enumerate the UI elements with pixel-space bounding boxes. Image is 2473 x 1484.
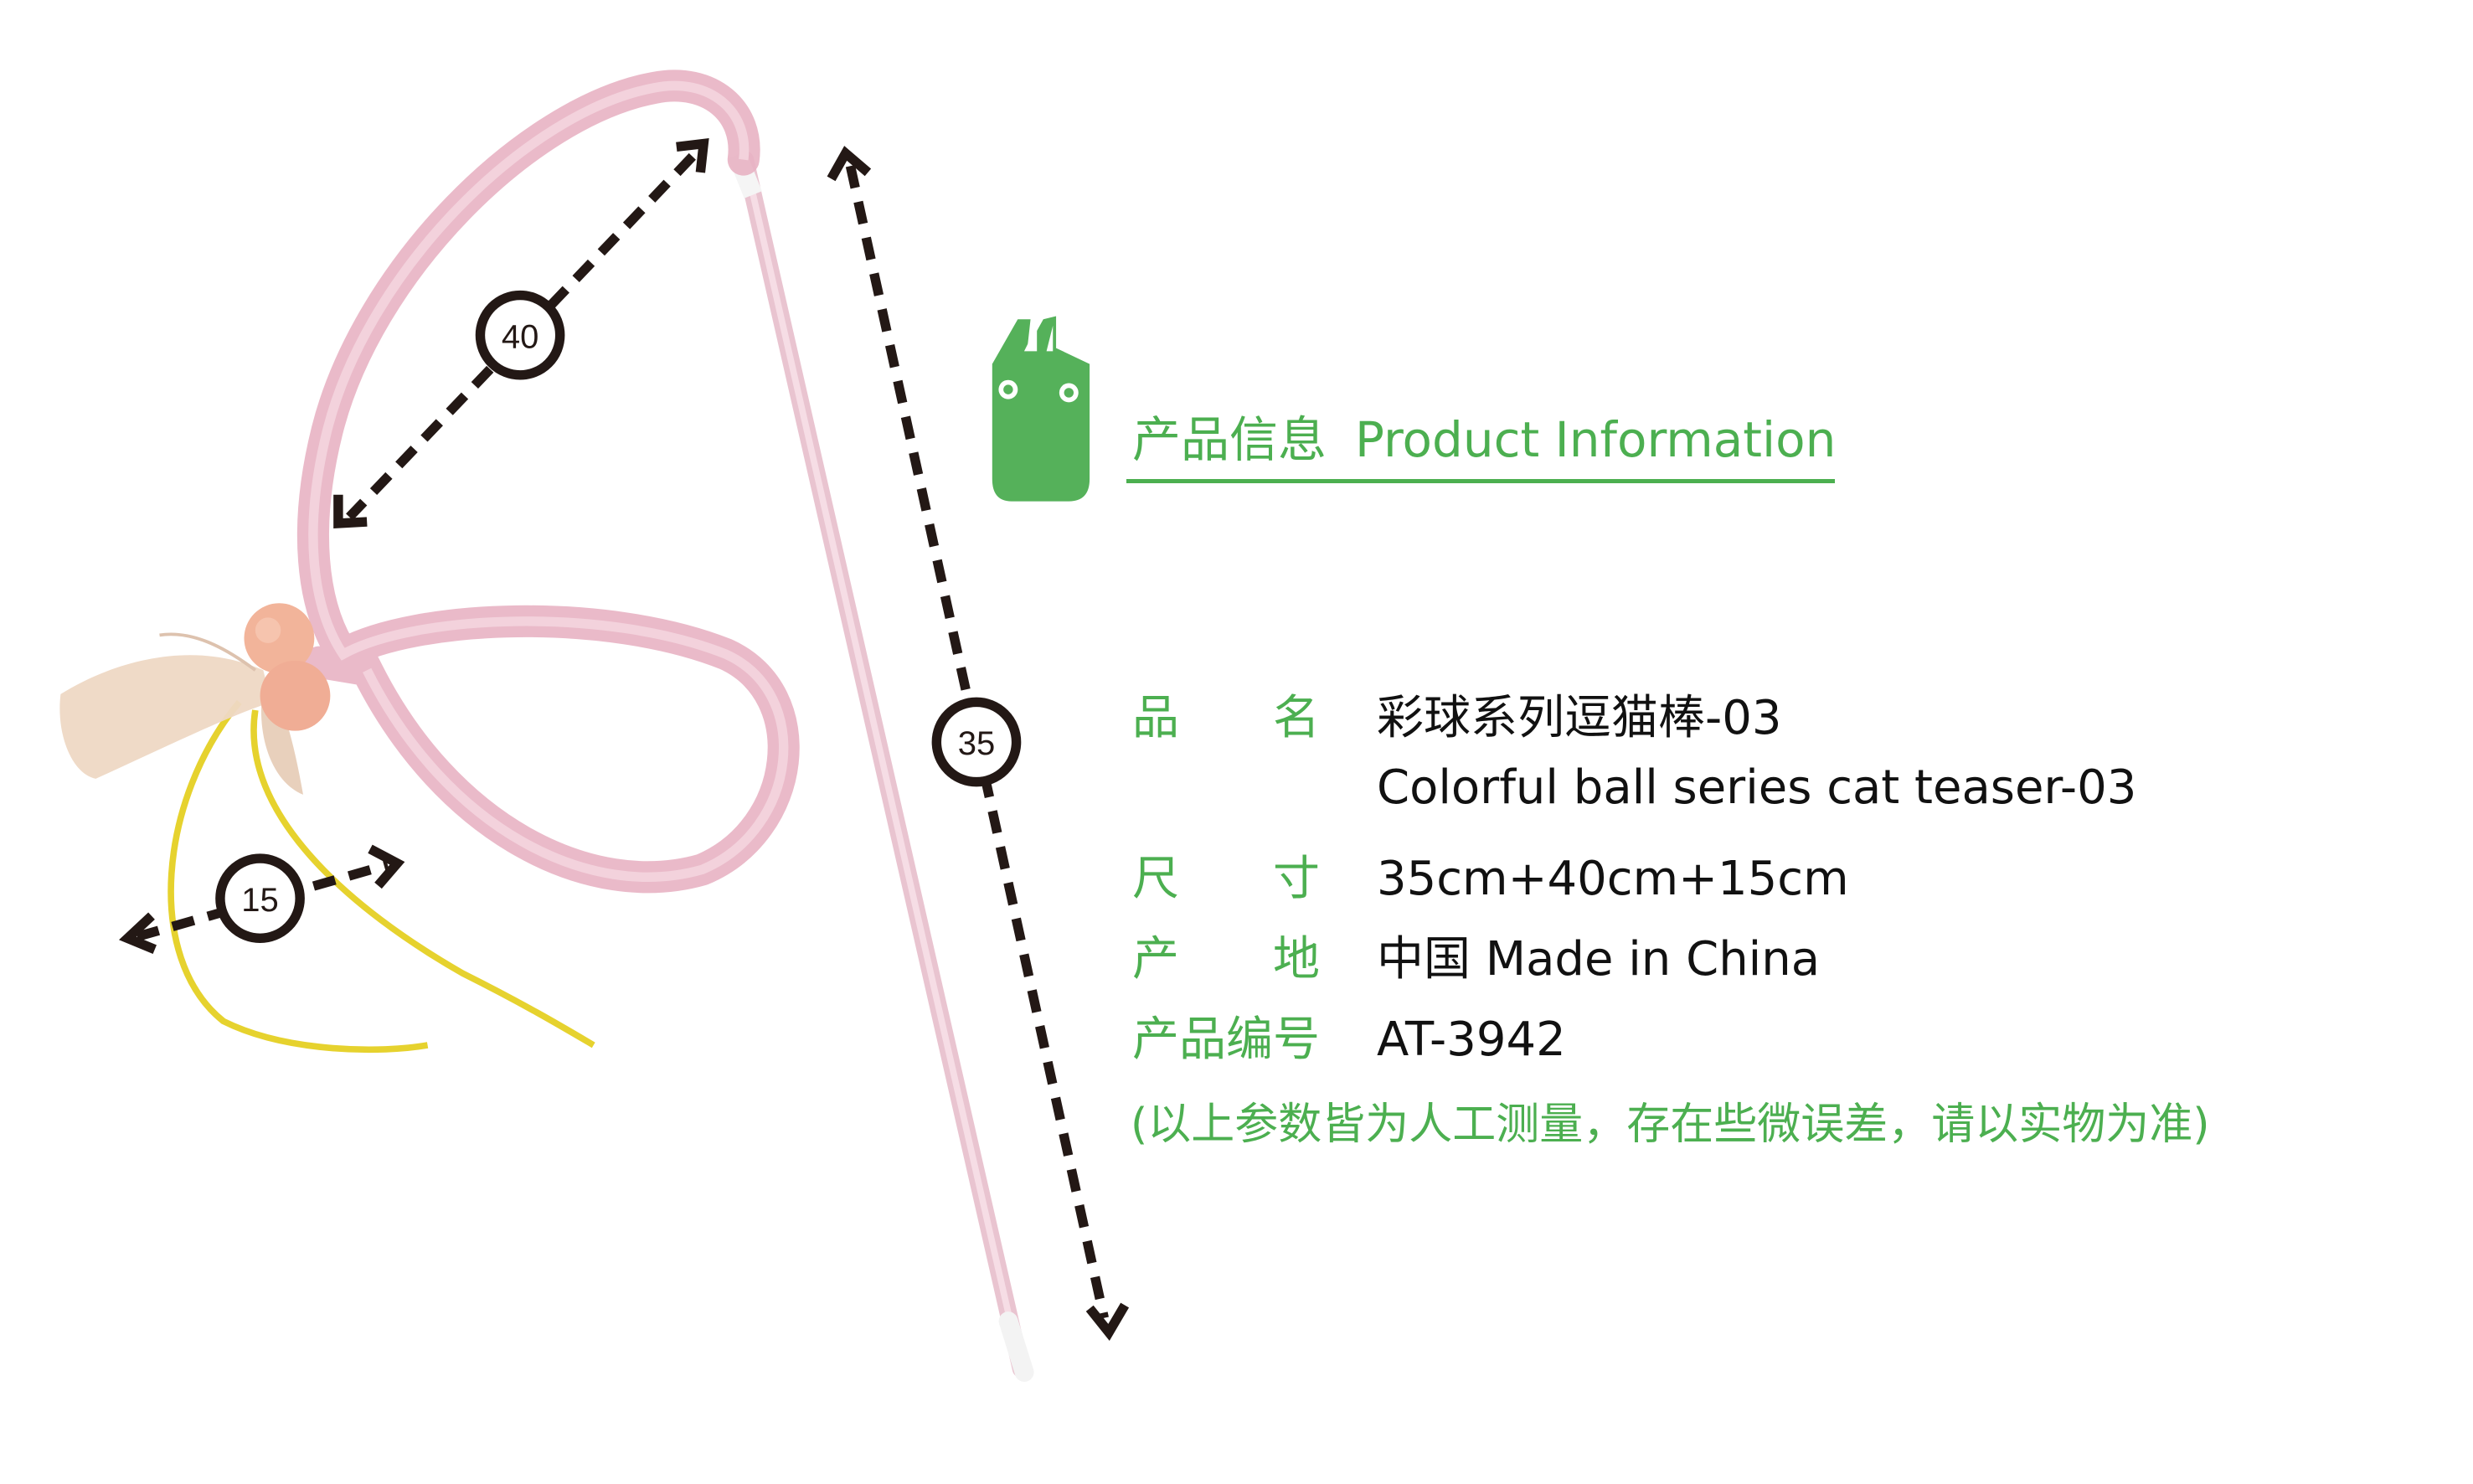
arrowhead-icon — [333, 494, 368, 529]
title-cn: 产品信息 — [1132, 411, 1327, 468]
info-row-name: 品 名 彩球系列逗猫棒-03 — [1132, 680, 1781, 748]
info-label: 品 名 — [1132, 691, 1320, 745]
info-row-name-en: Colorful ball series cat teaser-03 — [1132, 760, 2136, 815]
dimension-label: 35 — [958, 725, 996, 762]
info-value: AT-3942 — [1377, 1013, 1566, 1067]
arrowhead-icon — [676, 138, 709, 173]
arrowhead-icon — [368, 844, 405, 889]
info-row-sku: 产品编号 AT-3942 — [1132, 1002, 1566, 1069]
dimension-label: 40 — [502, 318, 539, 355]
info-row-origin: 产 地 中国 Made in China — [1132, 921, 1820, 989]
cat-mascot-logo-icon — [992, 316, 1090, 502]
ribbons — [167, 699, 595, 1054]
dimension-badge-15: 15 — [215, 853, 305, 944]
section-title: 产品信息 Product Information — [1132, 400, 1864, 471]
title-en: Product Information — [1355, 411, 1837, 468]
info-value: Colorful ball series cat teaser-03 — [1377, 760, 2137, 815]
disclaimer-note: (以上参数皆为人工测量，存在些微误差，请以实物为准) — [1131, 1100, 2210, 1150]
arrowhead-icon — [119, 912, 157, 954]
dimension-badge-35: 35 — [931, 697, 1022, 787]
info-value: 彩球系列逗猫棒-03 — [1377, 691, 1782, 745]
info-label: 产 地 — [1132, 932, 1320, 987]
info-value: 35cm+40cm+15cm — [1377, 852, 1849, 906]
arrowhead-icon — [827, 146, 872, 182]
info-row-size: 尺 寸 35cm+40cm+15cm — [1132, 841, 1849, 909]
info-value: 中国 Made in China — [1377, 932, 1821, 987]
title-underline — [1126, 479, 1835, 483]
info-label: 产品编号 — [1132, 1013, 1320, 1067]
info-label: 尺 寸 — [1132, 852, 1320, 906]
dimension-badge-40: 40 — [475, 290, 565, 380]
arrowhead-icon — [1085, 1302, 1130, 1341]
dimension-label: 15 — [241, 882, 279, 919]
dimension-line-40 — [346, 152, 696, 521]
pom-pom-balls — [244, 603, 331, 731]
